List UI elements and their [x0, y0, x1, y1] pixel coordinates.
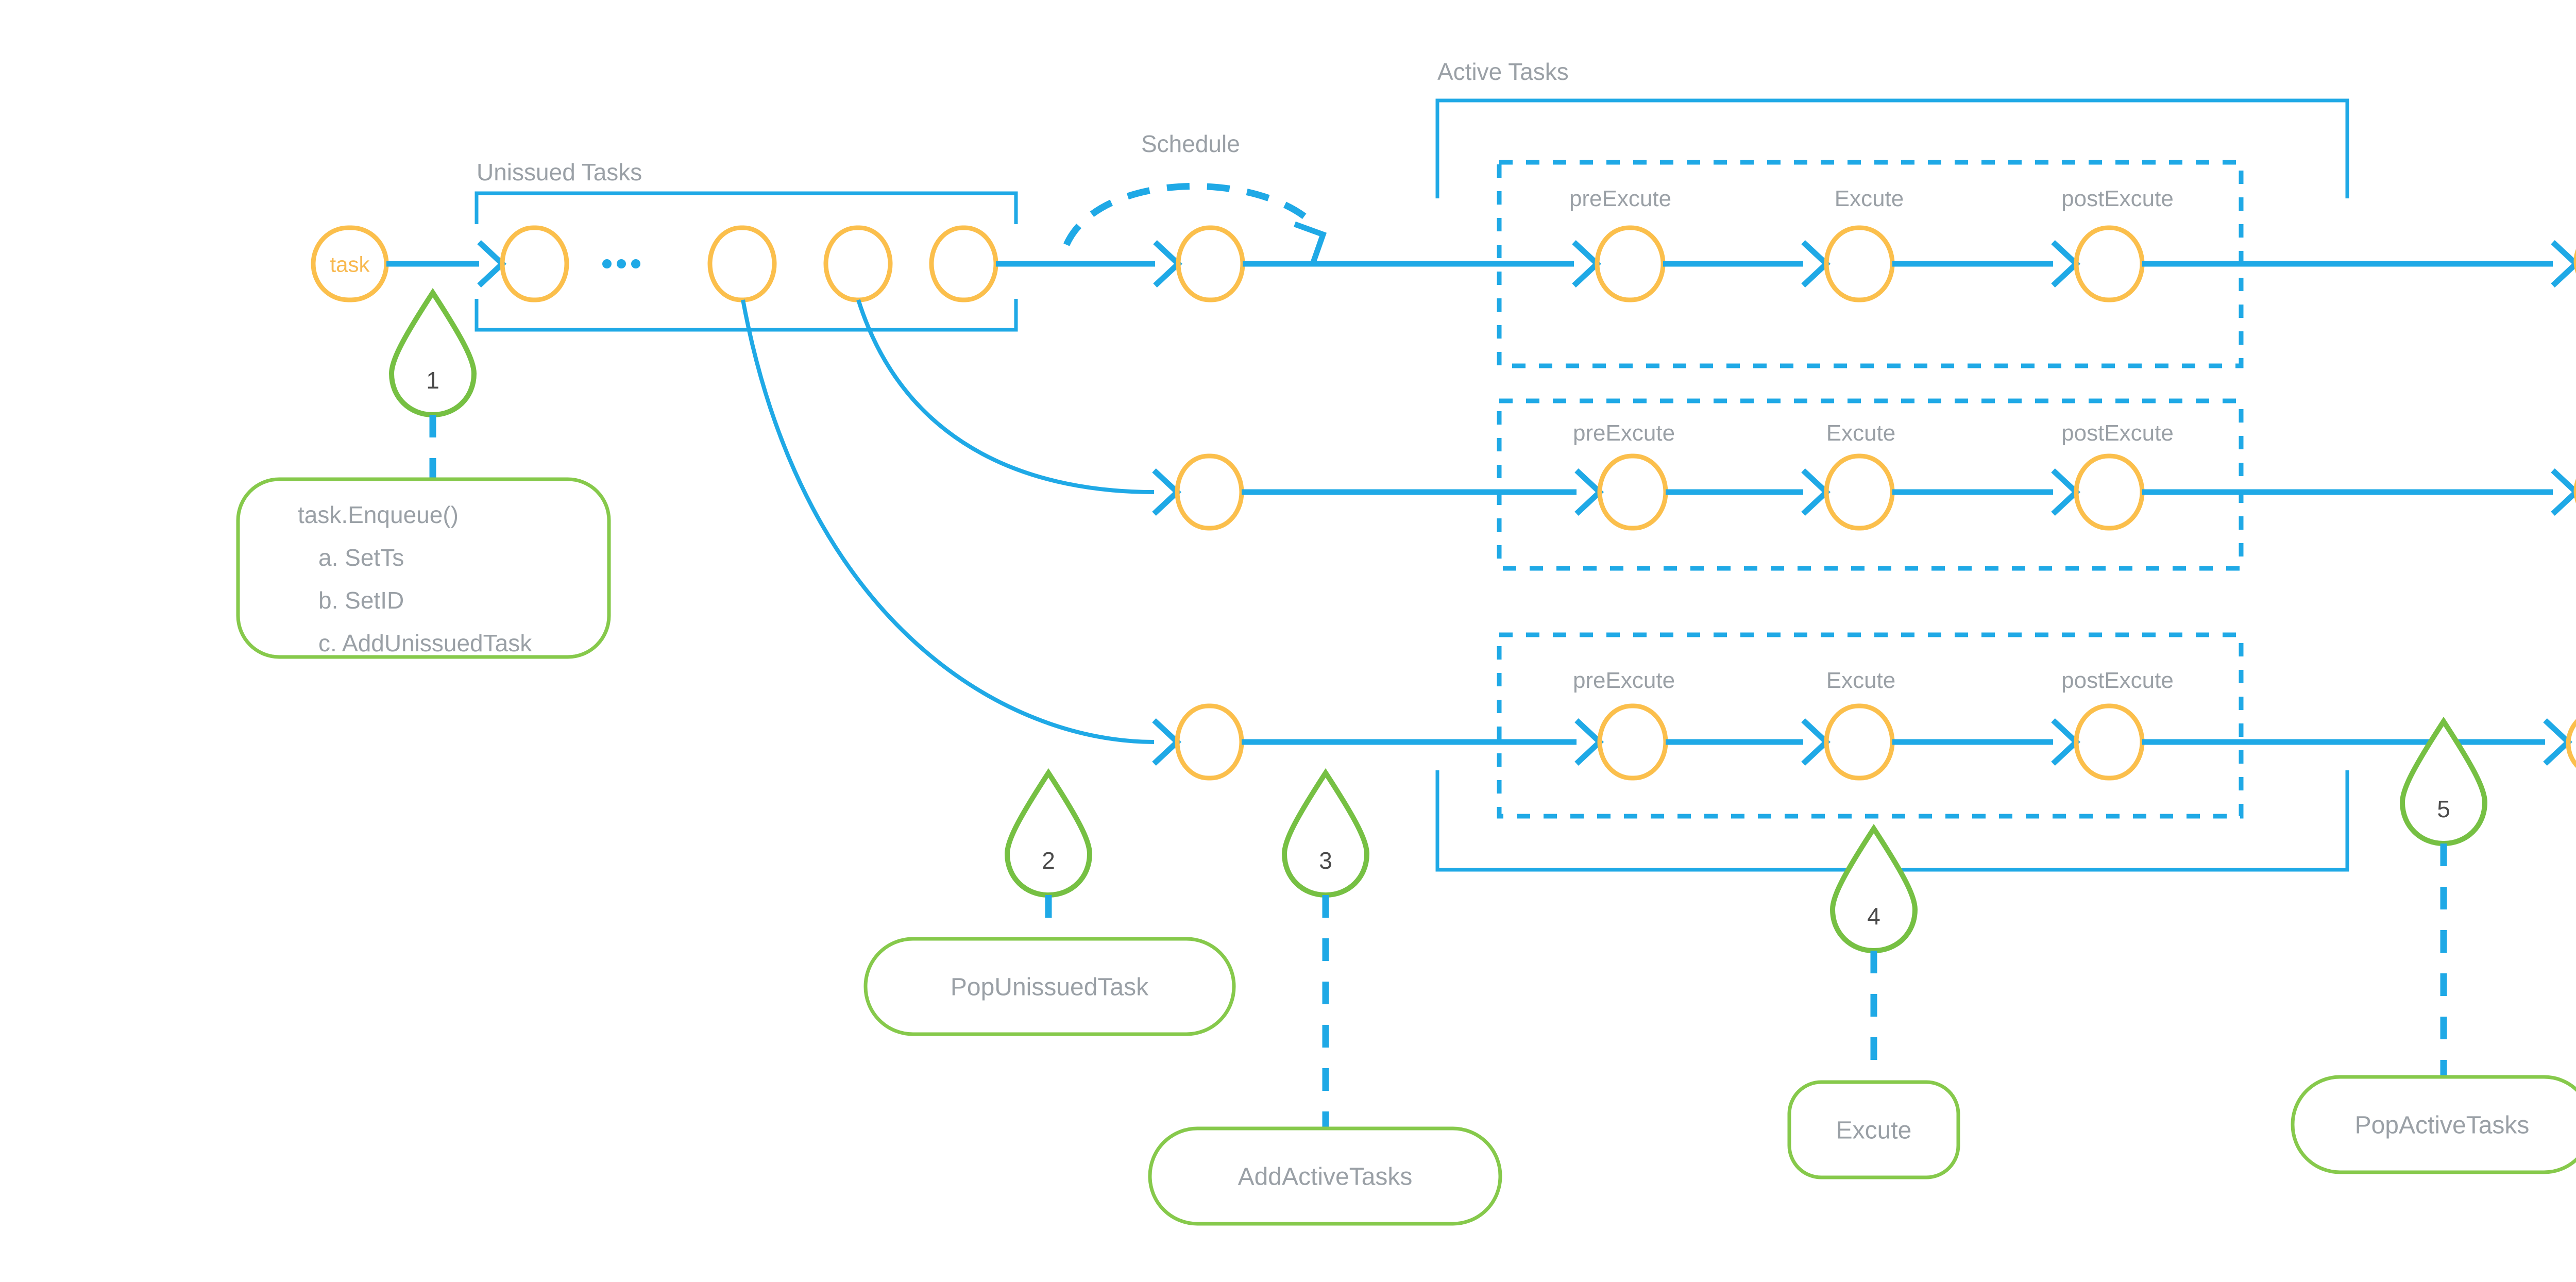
row3-stage-label-preexcute: preExcute [1573, 668, 1675, 693]
row1-stage-label-preexcute: preExcute [1569, 186, 1671, 211]
row2-stage-node-postexcute[interactable] [2074, 453, 2145, 531]
marker-2-number: 2 [1042, 847, 1055, 874]
callout-enqueue[interactable]: task.Enqueue() a. SetTs b. SetID c. AddU… [236, 477, 611, 659]
callout-enqueue-line-1: task.Enqueue() [298, 501, 459, 528]
queue-node-1[interactable] [500, 225, 569, 302]
marker-1[interactable]: 1 [388, 288, 477, 479]
row1-stage-node-excute[interactable] [1824, 225, 1895, 302]
queue-node-3[interactable] [823, 225, 893, 302]
row3-stage-node-excute[interactable] [1824, 703, 1895, 781]
row3-stage-label-excute: Excute [1826, 668, 1896, 693]
flow-branch-row2 [856, 299, 1182, 516]
callout-pop-active-label: PopActiveTasks [2355, 1112, 2530, 1139]
marker-3[interactable]: 3 [1281, 768, 1370, 1136]
callout-add-active-label: AddActiveTasks [1238, 1163, 1413, 1191]
callout-excute[interactable]: Excute [1787, 1080, 1960, 1179]
row1-stage-label-excute: Excute [1835, 186, 1904, 211]
row2-stage-label-excute: Excute [1826, 420, 1896, 446]
marker-1-number: 1 [426, 367, 439, 394]
schedule-label: Schedule [1141, 130, 1240, 157]
callout-enqueue-line-4: c. AddUnissuedTask [318, 630, 532, 656]
callout-pop-active[interactable]: PopActiveTasks [2291, 1075, 2576, 1174]
group-label-unissued-tasks: Unissued Tasks [477, 159, 642, 185]
callout-excute-label: Excute [1836, 1117, 1912, 1144]
row2-stage-label-postexcute: postExcute [2061, 420, 2174, 446]
marker-3-number: 3 [1319, 847, 1332, 874]
flow-branch-row3 [741, 299, 1182, 766]
row1-stage-label-postexcute: postExcute [2061, 186, 2174, 211]
queue-node-4[interactable] [929, 225, 998, 302]
flow-task-to-queue [386, 240, 507, 288]
row3-stage-label-postexcute: postExcute [2061, 668, 2174, 693]
row3-exit-node[interactable] [2566, 710, 2576, 777]
schedule-arc: Schedule [1063, 130, 1327, 265]
row3-stage-node-preexcute[interactable] [1597, 703, 1668, 781]
row3-stage-node-postexcute[interactable] [2074, 703, 2145, 781]
callout-pop-unissued[interactable]: PopUnissuedTask [863, 937, 1236, 1036]
row2-stage-label-preexcute: preExcute [1573, 420, 1675, 446]
marker-5[interactable]: 5 [2399, 716, 2488, 1085]
queue-ellipsis [602, 259, 640, 268]
marker-4[interactable]: 4 [1829, 823, 1918, 1090]
row2-stage-node-preexcute[interactable] [1597, 453, 1668, 531]
pipeline-row-3: preExcute Excute postExcute [1175, 632, 2576, 819]
row1-stage-node-postexcute[interactable] [2074, 225, 2145, 302]
source-task-node[interactable]: task [311, 225, 389, 302]
row2-entry-node[interactable] [1175, 453, 1244, 531]
row2-stage-node-excute[interactable] [1824, 453, 1895, 531]
row3-entry-node[interactable] [1175, 703, 1244, 781]
unissued-tasks-bracket [474, 191, 1018, 332]
callout-pop-unissued-label: PopUnissuedTask [951, 974, 1149, 1001]
row1-stage-node-preexcute[interactable] [1595, 225, 1666, 302]
row1-entry-node[interactable] [1176, 225, 1245, 302]
flow-queue-to-schedule [996, 240, 1183, 288]
queue-node-2[interactable] [707, 225, 777, 302]
callout-enqueue-line-2: a. SetTs [318, 544, 404, 571]
marker-4-number: 4 [1867, 903, 1880, 930]
row3-stage-box [1497, 632, 2244, 819]
group-label-active-tasks: Active Tasks [1437, 58, 1569, 85]
pipeline-row-2: preExcute Excute postExcute [1175, 398, 2576, 571]
pipeline-row-1: preExcute Excute postExcute [1176, 160, 2576, 368]
source-task-node-label: task [330, 252, 370, 277]
callout-add-active[interactable]: AddActiveTasks [1148, 1126, 1502, 1226]
marker-5-number: 5 [2437, 796, 2450, 822]
callout-enqueue-line-3: b. SetID [318, 587, 404, 614]
